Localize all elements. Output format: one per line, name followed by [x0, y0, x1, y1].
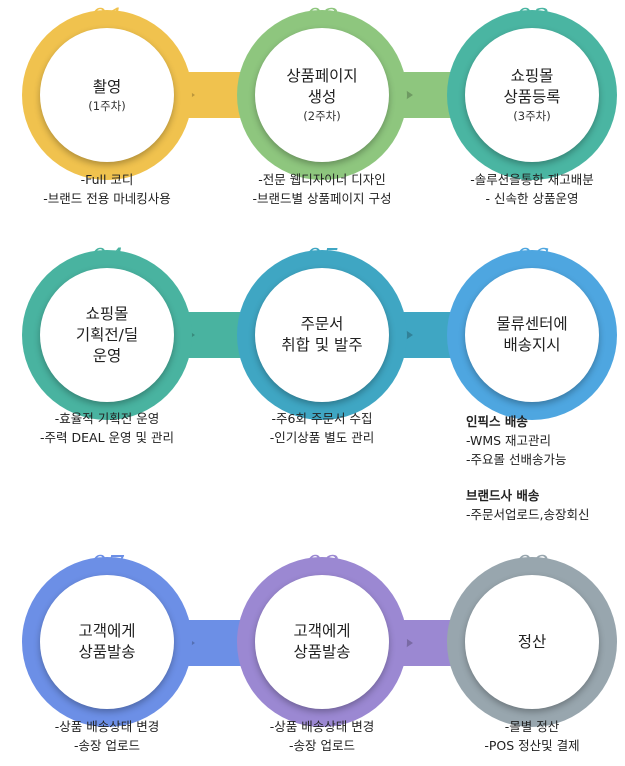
step-04-circle: 쇼핑몰 기획전/딜 운영 — [22, 250, 192, 420]
desc-line: -몰별 정산 — [504, 719, 560, 734]
desc-line: -POS 정산및 결제 — [484, 738, 580, 753]
step-title: 취합 및 발주 — [281, 336, 363, 354]
step-title: 상품발송 — [293, 643, 351, 661]
desc-line: -WMS 재고관리 — [466, 433, 552, 448]
step-title: 정산 — [517, 632, 547, 651]
desc-line: -솔루션을통한 재고배분 — [470, 172, 594, 187]
step-title: 물류센터에 — [496, 315, 568, 333]
desc-line: -브랜드 전용 마네킹사용 — [43, 191, 171, 206]
desc-line: -주6회 주문서 수집 — [271, 411, 373, 426]
step-title: 상품발송 — [78, 643, 136, 661]
step-05-description: -주6회 주문서 수집 -인기상품 별도 관리 — [217, 409, 427, 447]
step-subtitle: (2주차) — [303, 109, 341, 123]
step-02-circle: 상품페이지 생성 (2주차) — [237, 10, 407, 180]
desc-line: -상품 배송상태 변경 — [54, 719, 160, 734]
desc-line: -송장 업로드 — [74, 738, 140, 753]
step-title: 생성 — [307, 88, 337, 106]
spacer — [466, 469, 624, 486]
step-05-circle: 주문서 취합 및 발주 — [237, 250, 407, 420]
step-title: 주문서 — [300, 315, 344, 333]
step-06-description: 인픽스 배송 -WMS 재고관리 -주요몰 선배송가능 브랜드사 배송 -주문서… — [466, 412, 624, 524]
step-title: 고객에게 — [78, 622, 136, 640]
step-title: 배송지시 — [503, 336, 561, 354]
arrow-icon — [404, 637, 413, 649]
desc-line: -효율적 기획전 운영 — [54, 411, 160, 426]
arrow-icon — [404, 89, 413, 101]
step-subtitle: (3주차) — [513, 109, 551, 123]
step-title: 촬영 — [92, 77, 122, 96]
step-06-circle: 물류센터에 배송지시 — [447, 250, 617, 420]
step-01-circle: 촬영 (1주차) — [22, 10, 192, 180]
step-07-description: -상품 배송상태 변경 -송장 업로드 — [2, 717, 212, 755]
step-07-circle: 고객에게 상품발송 — [22, 557, 192, 727]
desc-line: -주력 DEAL 운영 및 관리 — [40, 430, 174, 445]
step-04-description: -효율적 기획전 운영 -주력 DEAL 운영 및 관리 — [2, 409, 212, 447]
desc-line: -주요몰 선배송가능 — [466, 452, 567, 467]
desc-line: -주문서업로드,송장회신 — [466, 507, 590, 522]
step-03-description: -솔루션을통한 재고배분 - 신속한 상품운영 — [427, 170, 625, 208]
desc-line: -인기상품 별도 관리 — [269, 430, 375, 445]
desc-line: -송장 업로드 — [289, 738, 355, 753]
step-03-circle: 쇼핑몰 상품등록 (3주차) — [447, 10, 617, 180]
step-title: 고객에게 — [293, 622, 351, 640]
desc-line: -Full 코디 — [80, 172, 134, 187]
step-subtitle: (1주차) — [88, 98, 126, 113]
step-02-description: -전문 웹디자이너 디자인 -브랜드별 상품페이지 구성 — [217, 170, 427, 208]
arrow-icon — [404, 329, 413, 341]
step-title: 상품페이지 — [286, 67, 358, 85]
desc-line: - 신속한 상품운영 — [485, 191, 579, 206]
desc-line: -전문 웹디자이너 디자인 — [258, 172, 386, 187]
delivery-heading: 인픽스 배송 — [466, 414, 528, 429]
delivery-heading: 브랜드사 배송 — [466, 488, 540, 503]
desc-line: -상품 배송상태 변경 — [269, 719, 375, 734]
desc-line: -브랜드별 상품페이지 구성 — [252, 191, 392, 206]
step-08-description: -상품 배송상태 변경 -송장 업로드 — [217, 717, 427, 755]
step-01-description: -Full 코디 -브랜드 전용 마네킹사용 — [2, 170, 212, 208]
step-09-description: -몰별 정산 -POS 정산및 결제 — [427, 717, 625, 755]
step-title: 쇼핑몰 — [510, 67, 554, 85]
step-title: 운영 — [92, 346, 122, 365]
step-title: 기획전/딜 — [75, 325, 139, 344]
step-09-circle: 정산 — [447, 557, 617, 727]
step-title: 쇼핑몰 — [85, 304, 129, 323]
step-08-circle: 고객에게 상품발송 — [237, 557, 407, 727]
step-title: 상품등록 — [503, 88, 561, 106]
